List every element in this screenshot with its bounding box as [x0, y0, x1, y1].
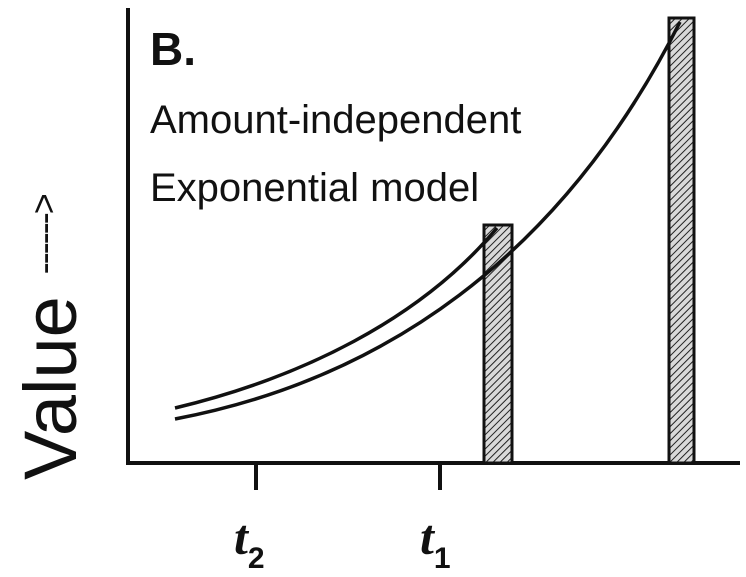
annotation-line-2: Exponential model — [150, 166, 480, 210]
panel-label: B. — [150, 23, 196, 75]
x-tick-label-t2: t2 — [234, 508, 265, 576]
y-axis-label-text: Value — [9, 296, 92, 480]
x-tick-label-t1: t1 — [420, 508, 451, 576]
y-axis-arrow: ------> — [23, 195, 64, 275]
x-tick-subscript: 2 — [247, 542, 265, 575]
y-axis-label: Value ------> — [9, 195, 92, 480]
annotation-line-1: Amount-independent — [150, 98, 522, 142]
discount-curve-large-reward — [174, 21, 682, 421]
x-tick-subscript: 1 — [433, 542, 451, 575]
small-early-reward-bar — [482, 223, 514, 465]
x-tick-symbol: t — [420, 509, 434, 565]
large-late-reward-bar — [667, 16, 696, 465]
discount-curve-small-reward — [174, 226, 499, 410]
x-tick-symbol: t — [234, 509, 248, 565]
